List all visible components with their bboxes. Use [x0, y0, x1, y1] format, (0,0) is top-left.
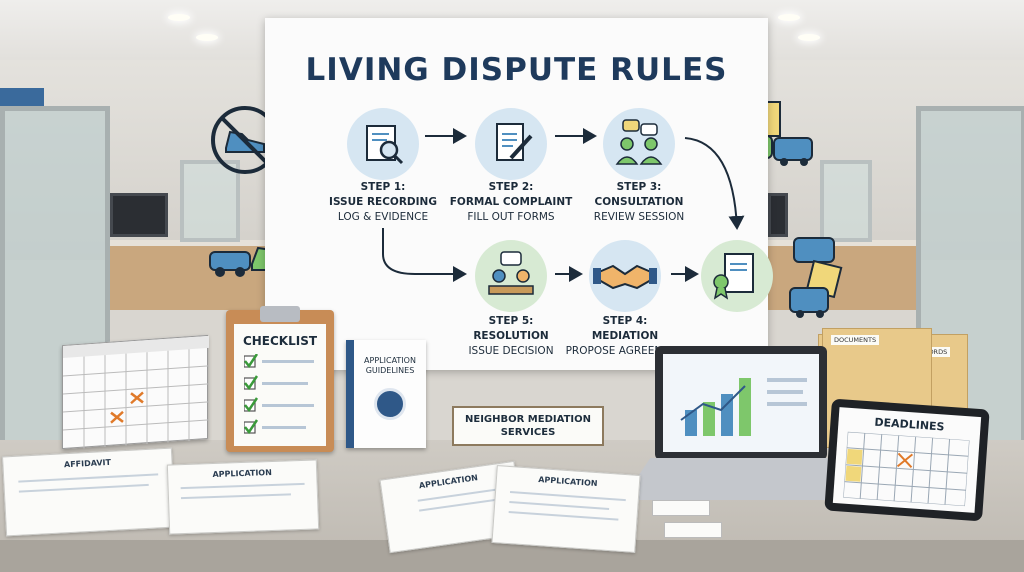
step-2-subtitle: FORMAL COMPLAINT — [449, 196, 573, 208]
step-3-subtitle: CONSULTATION — [594, 196, 684, 208]
tablet: DEADLINES — [824, 398, 990, 522]
tablet-screen: DEADLINES — [832, 407, 982, 513]
laptop-keyboard — [622, 458, 858, 500]
document-magnifier-icon — [347, 108, 419, 180]
step-5-label: STEP 5: RESOLUTION ISSUE DECISION — [436, 314, 586, 359]
seal-icon — [374, 388, 406, 420]
business-card — [664, 522, 722, 538]
step-3-title: STEP 3: — [616, 181, 662, 193]
application-form-1: APPLICATION — [166, 459, 320, 535]
application-1-title: APPLICATION — [212, 467, 273, 480]
step-5-subtitle: RESOLUTION — [473, 330, 549, 342]
no-shoes-icon — [211, 106, 279, 174]
handshake-icon — [589, 240, 661, 312]
wall-sign — [0, 88, 44, 110]
background-monitor — [110, 193, 168, 237]
step-2-detail: FILL OUT FORMS — [467, 211, 555, 223]
ceiling-light — [798, 34, 820, 41]
nameplate: NEIGHBOR MEDIATION SERVICES — [452, 406, 604, 446]
step-1-detail: LOG & EVIDENCE — [337, 211, 429, 223]
clipboard-clip — [260, 306, 300, 322]
laptop-screen — [663, 354, 819, 452]
certificate-icon — [701, 240, 773, 312]
step-5-detail: ISSUE DECISION — [468, 345, 554, 357]
step-4-subtitle: MEDIATION — [591, 330, 659, 342]
step-4-detail: PROPOSE AGREEMENT — [565, 345, 685, 357]
poster-title: LIVING DISPUTE RULES — [305, 52, 728, 88]
ceiling-light — [196, 34, 218, 41]
people-talking-icon — [603, 108, 675, 180]
ceiling-light — [168, 14, 190, 21]
meeting-icon — [475, 240, 547, 312]
affidavit-title: AFFIDAVIT — [63, 457, 112, 470]
guidelines-booklet: APPLICATION GUIDELINES — [346, 340, 426, 448]
laptop — [655, 346, 827, 460]
checklist-items — [244, 354, 314, 435]
nameplate-line-1: NEIGHBOR MEDIATION — [465, 414, 591, 425]
desk-calendar — [62, 334, 209, 450]
tablet-calendar-grid — [843, 431, 970, 507]
step-4-title: STEP 4: — [602, 315, 648, 327]
background-glass — [180, 160, 240, 242]
ceiling-light — [778, 14, 800, 21]
business-card — [652, 500, 710, 516]
step-1-subtitle: ISSUE RECORDING — [329, 196, 437, 208]
checklist-paper: CHECKLIST — [234, 324, 326, 446]
step-1-label: STEP 1: ISSUE RECORDING LOG & EVIDENCE — [308, 180, 458, 225]
step-4-label: STEP 4: MEDIATION PROPOSE AGREEMENT — [550, 314, 700, 359]
booklet-title: APPLICATION GUIDELINES — [364, 356, 416, 375]
checklist-clipboard: CHECKLIST — [226, 306, 334, 452]
bar-chart-icon — [680, 378, 807, 436]
step-5-title: STEP 5: — [488, 315, 534, 327]
step-3-label: STEP 3: CONSULTATION REVIEW SESSION — [564, 180, 714, 225]
application-3-title: APPLICATION — [537, 475, 598, 489]
affidavit-stack: AFFIDAVIT — [2, 447, 176, 537]
background-monitor — [768, 193, 788, 237]
process-poster: LIVING DISPUTE RULES — [265, 18, 773, 370]
background-glass — [820, 160, 872, 242]
checklist-title: CHECKLIST — [242, 334, 318, 348]
application-form-3: APPLICATION — [491, 465, 641, 553]
folder-label-documents: DOCUMENTS — [831, 335, 880, 345]
step-2-label: STEP 2: FORMAL COMPLAINT FILL OUT FORMS — [436, 180, 586, 225]
step-1-title: STEP 1: — [360, 181, 406, 193]
desk-edge — [0, 540, 1024, 572]
step-2-title: STEP 2: — [488, 181, 534, 193]
step-3-detail: REVIEW SESSION — [593, 211, 685, 223]
flow-arrows — [382, 128, 745, 282]
form-pen-icon — [475, 108, 547, 180]
cars-ticket-icon — [789, 237, 843, 318]
nameplate-line-2: SERVICES — [500, 427, 556, 438]
